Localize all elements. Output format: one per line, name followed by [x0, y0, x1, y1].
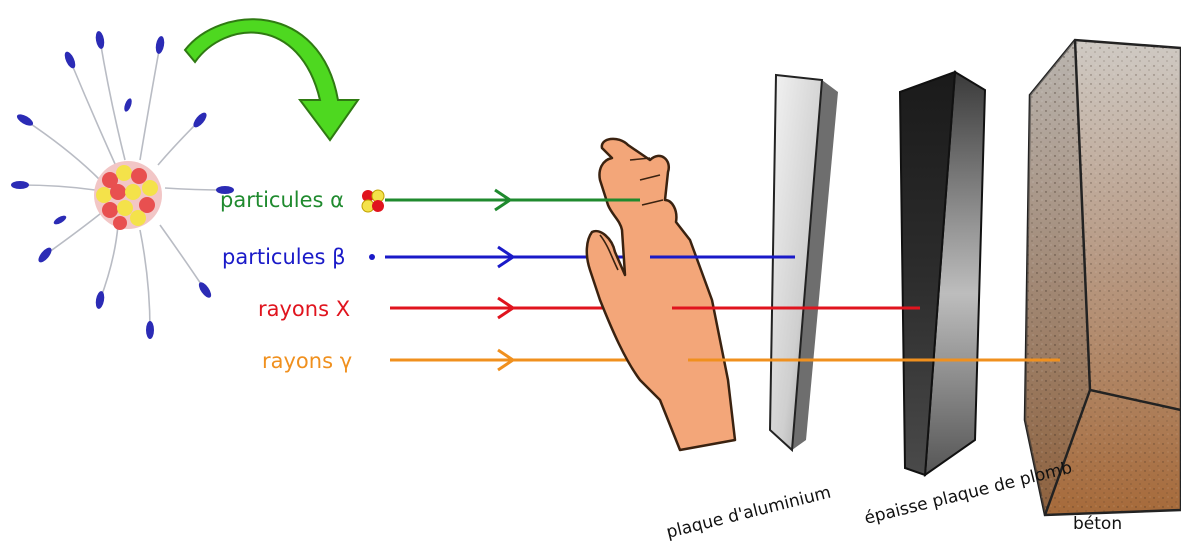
label-gamma: rayons γ [262, 349, 352, 373]
lead-plate [900, 72, 985, 475]
label-beta: particules β [222, 245, 346, 269]
electron-dot-icon [369, 254, 375, 260]
label-beton: béton [1073, 514, 1122, 534]
nucleus [94, 161, 162, 230]
atom-icon [11, 30, 234, 339]
label-xray: rayons X [258, 297, 350, 321]
label-aluminium: plaque d'aluminium [664, 483, 833, 543]
alpha-nucleus-icon [362, 190, 384, 212]
hand-icon [587, 139, 735, 450]
concrete-block [1025, 40, 1181, 515]
aluminium-plate [770, 75, 838, 450]
curved-arrow-icon [185, 19, 358, 140]
label-alpha: particules α [220, 188, 344, 212]
